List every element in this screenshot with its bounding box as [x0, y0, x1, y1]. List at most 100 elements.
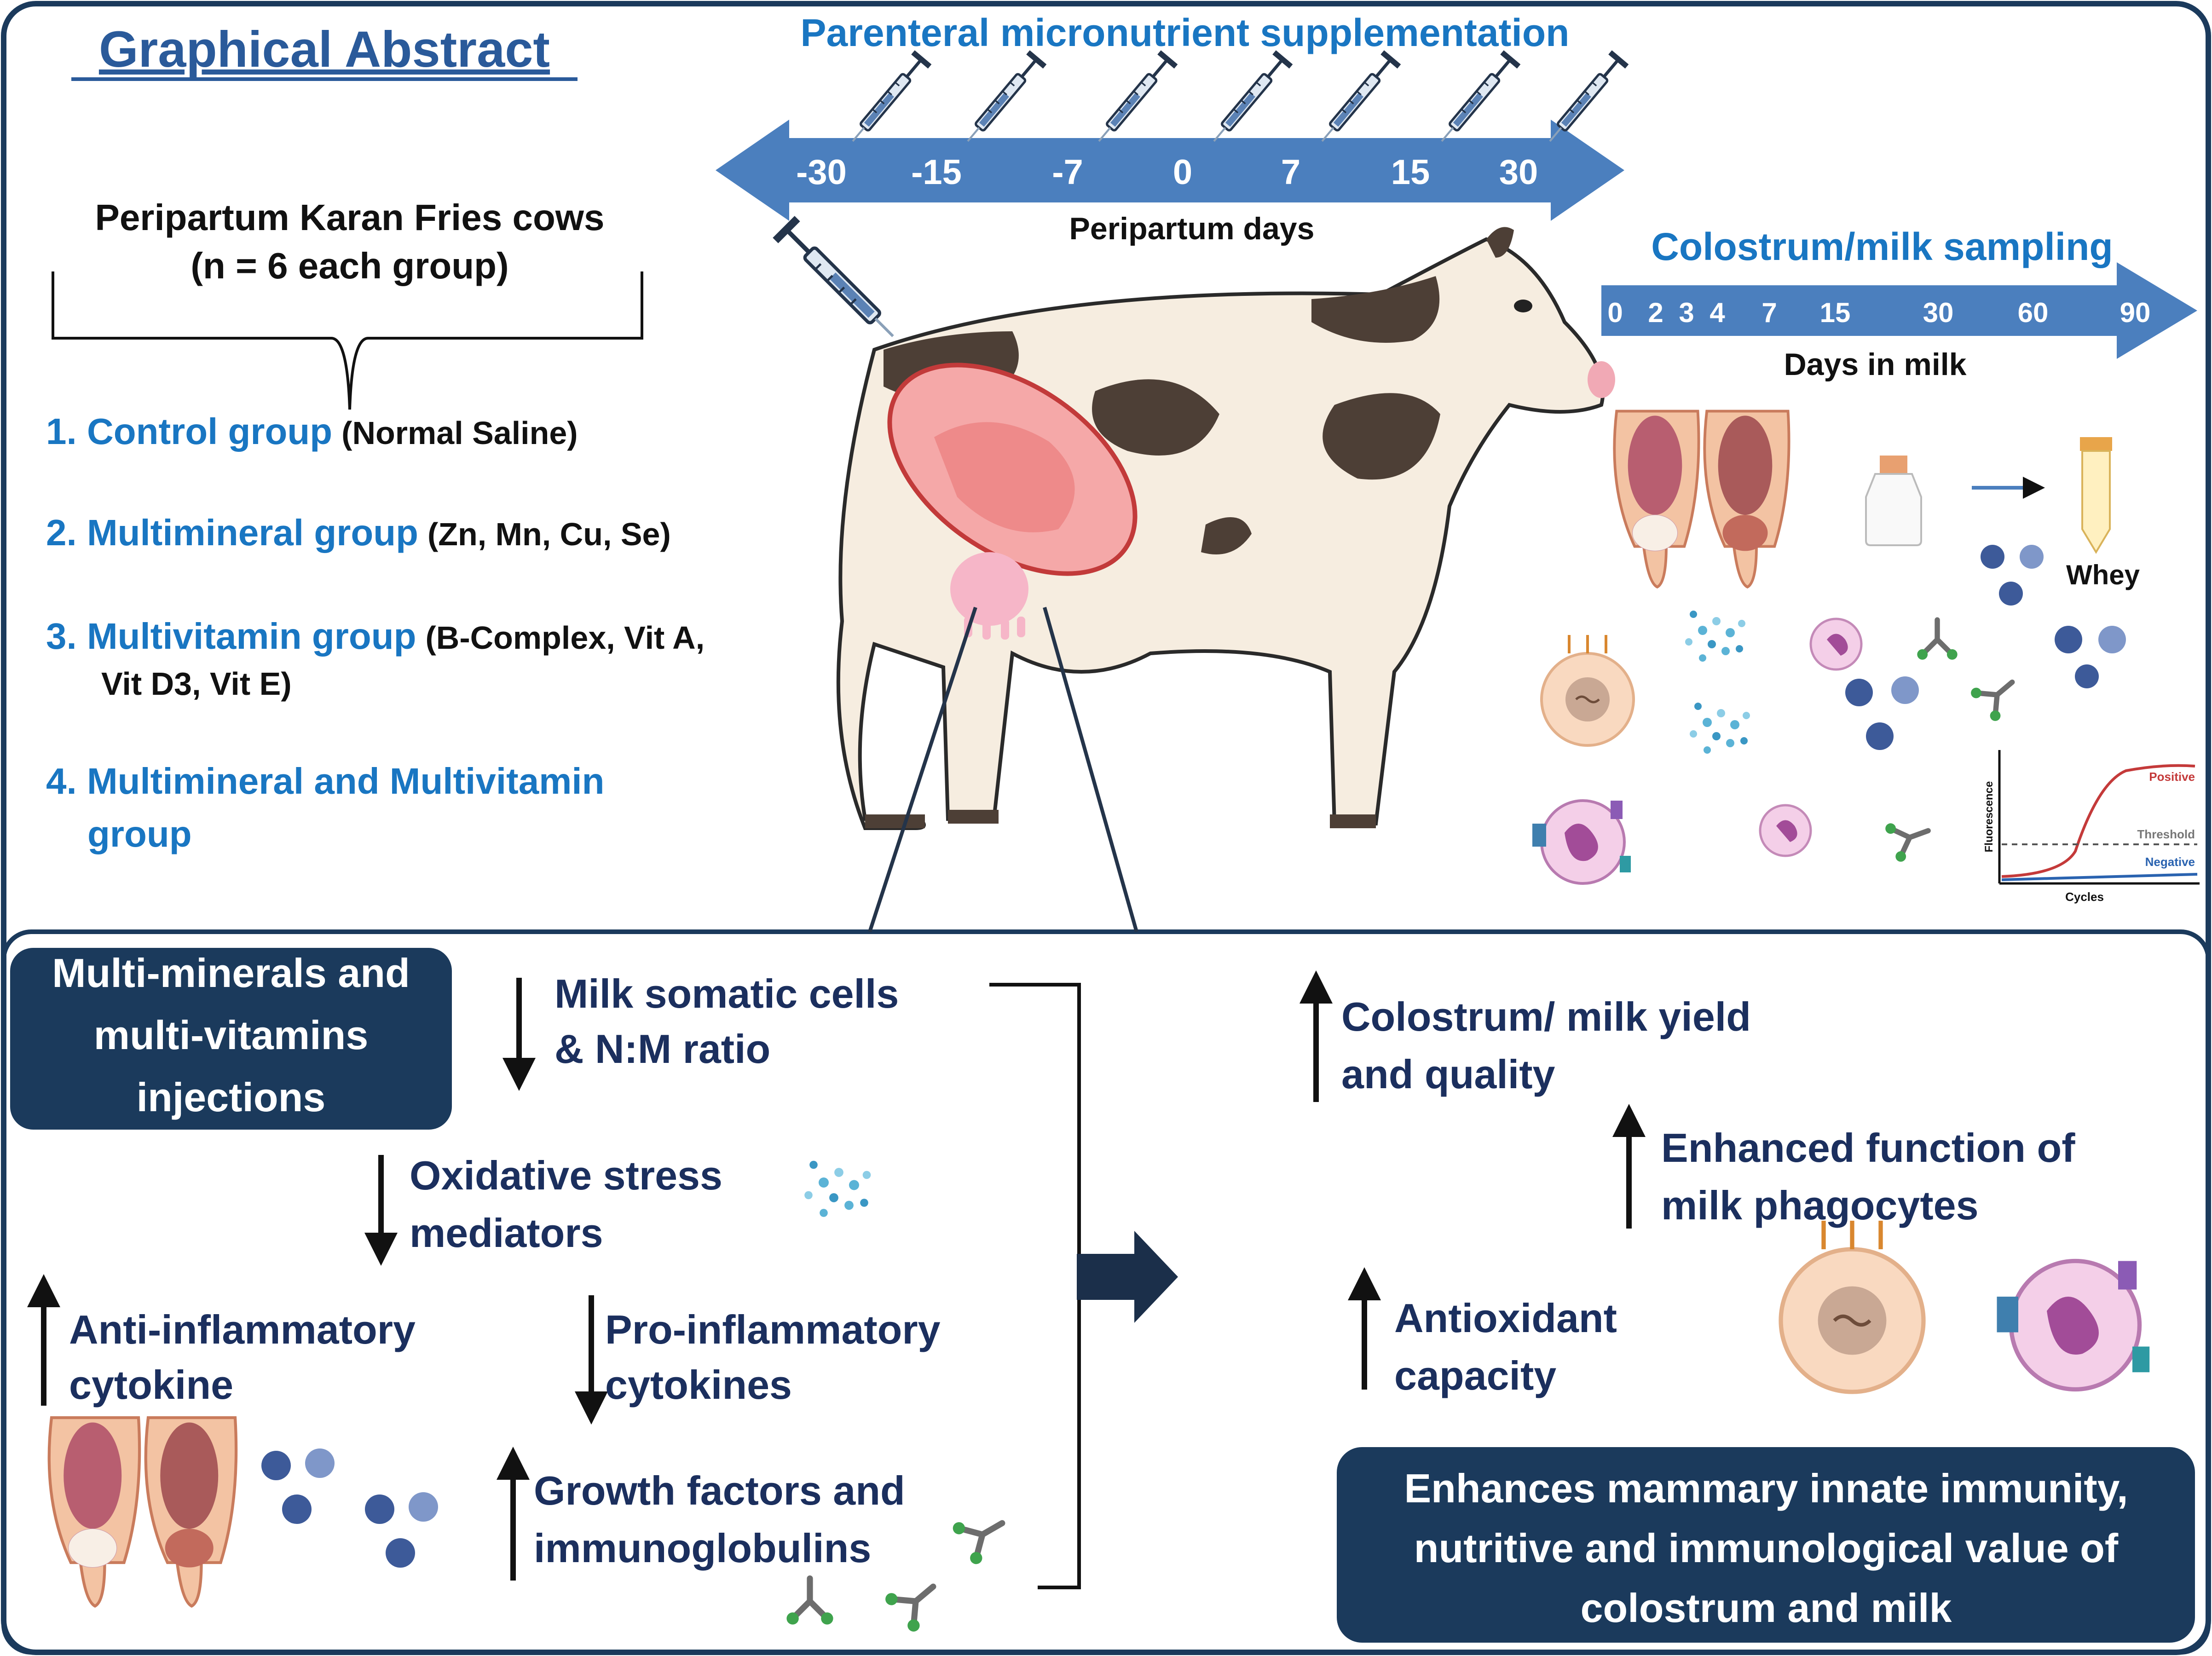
treatment-line1: Multi-minerals and — [52, 950, 410, 996]
antiox-line2: capacity — [1394, 1353, 1556, 1398]
immunoglobulin-molecules — [1845, 545, 2126, 750]
growth-line1: Growth factors and — [534, 1468, 905, 1513]
group-2: 2. Multimineral group(Zn, Mn, Cu, Se) — [46, 512, 671, 553]
treatment-box — [10, 948, 452, 1130]
injection-syringes — [844, 50, 1629, 148]
lower-mammary-gland-icon — [49, 1418, 236, 1606]
phagocyte-cell-icon-2 — [1997, 1261, 2150, 1390]
phago-line2: milk phagocytes — [1661, 1183, 1979, 1228]
injection-day-label: -30 — [796, 153, 847, 192]
syringe-icon — [844, 50, 931, 148]
milk-days-arrow — [1601, 262, 2197, 359]
treatment-line2: multi-vitamins — [94, 1012, 369, 1058]
cows-line2: (n = 6 each group) — [191, 245, 508, 286]
group-3: 3. Multivitamin group(B-Complex, Vit A, — [46, 616, 705, 657]
group-1-name: 1. Control group — [46, 411, 332, 452]
outcome-arrow — [1077, 1231, 1178, 1323]
yield-line2: and quality — [1341, 1051, 1555, 1097]
treatment-line3: injections — [137, 1074, 326, 1120]
cows-line1: Peripartum Karan Fries cows — [95, 197, 604, 238]
phago-line1: Enhanced function of — [1661, 1125, 2075, 1171]
milk-day-label: 90 — [2120, 297, 2151, 328]
group-3-detail: (B-Complex, Vit A, — [425, 620, 705, 656]
injection-day-label: 7 — [1281, 153, 1300, 192]
milk-day-label: 15 — [1820, 297, 1851, 328]
syringe-icon — [1091, 50, 1178, 148]
milk-day-label: 0 — [1607, 297, 1623, 328]
milk-day-label: 2 — [1648, 297, 1663, 328]
injection-day-label: 30 — [1499, 153, 1538, 192]
group-1: 1. Control group(Normal Saline) — [46, 411, 578, 452]
growth-line2: immunoglobulins — [534, 1525, 871, 1571]
milk-days-label: Days in milk — [1784, 347, 1967, 382]
milk-bottle-icon — [1865, 456, 1922, 546]
anti-line1: Anti-inflammatory — [69, 1307, 416, 1352]
milk-day-label: 4 — [1710, 297, 1725, 328]
group-3-detail2: Vit D3, Vit E) — [101, 666, 292, 702]
antiox-line1: Antioxidant — [1394, 1295, 1617, 1341]
growth-antibody-icon-2 — [786, 1579, 833, 1625]
injection-day-label: -7 — [1052, 153, 1083, 192]
growth-antibody-icon-1 — [951, 1503, 1014, 1566]
conclusion-line3: colostrum and milk — [1581, 1585, 1952, 1631]
milk-day-label: 30 — [1923, 297, 1954, 328]
zoom-line-left — [868, 606, 977, 933]
group-2-name: 2. Multimineral group — [46, 512, 418, 553]
mammary-gland-icon — [1614, 411, 1789, 587]
anti-line2: cytokine — [69, 1362, 233, 1408]
graphical-abstract-title: Graphical Abstract — [99, 21, 550, 78]
conclusion-line1: Enhances mammary innate immunity, — [1404, 1466, 2128, 1511]
qpcr-positive-label: Positive — [2149, 770, 2195, 784]
sampling-title: Colostrum/milk sampling — [1651, 225, 2113, 268]
qpcr-y-axis-label: Fluorescence — [1983, 781, 1995, 853]
cow-syringe-icon — [773, 216, 904, 347]
oxidative-dots-icon — [804, 1160, 871, 1217]
qpcr-plot: Positive Threshold Negative Fluorescence… — [1983, 750, 2200, 904]
conclusion-box — [1337, 1447, 2195, 1643]
oxidative-mediator-icon-1 — [1685, 611, 1745, 662]
injection-day-label: -15 — [911, 153, 962, 192]
oxidative-line1: Oxidative stress — [410, 1153, 722, 1198]
qpcr-negative-label: Negative — [2145, 855, 2195, 869]
injection-day-label: 15 — [1391, 153, 1430, 192]
pro-line1: Pro-inflammatory — [605, 1307, 941, 1352]
milk-day-label: 60 — [2018, 297, 2049, 328]
oxidative-line2: mediators — [410, 1210, 603, 1256]
supplementation-title: Parenteral micronutrient supplementation — [801, 11, 1570, 54]
syringe-icon — [1314, 50, 1401, 148]
oxidative-mediator-icon-2 — [1690, 703, 1750, 754]
injection-days: -30 -15 -7 0 7 15 30 — [796, 153, 1538, 192]
peripartum-days-arrow — [716, 120, 1624, 221]
neutrophil-cell-icon — [1532, 801, 1631, 883]
syringe-icon — [1433, 50, 1520, 148]
qpcr-x-axis-label: Cycles — [2065, 890, 2104, 904]
injection-day-label: 0 — [1173, 153, 1192, 192]
conclusion-line2: nutritive and immunological value of — [1414, 1525, 2119, 1571]
phagocyte-cell-icon-1 — [1781, 1221, 1923, 1392]
macrophage-cell-icon — [1542, 635, 1634, 745]
syringe-icon — [1206, 50, 1293, 148]
milk-day-label: 3 — [1679, 297, 1694, 328]
whey-label: Whey — [2066, 560, 2140, 590]
syringe-icon — [959, 50, 1046, 148]
effects-bracket — [989, 983, 1081, 1589]
antibody-icon-3 — [1884, 812, 1935, 863]
whey-tube-icon — [2080, 437, 2112, 554]
antibody-icon-1 — [1917, 620, 1957, 659]
pro-line2: cytokines — [605, 1362, 792, 1408]
group-2-detail: (Zn, Mn, Cu, Se) — [427, 516, 671, 552]
growth-antibody-icon-3 — [883, 1569, 948, 1634]
lower-immunoglobulins — [261, 1448, 438, 1568]
group-4-name: 4. Multimineral and Multivitamin — [46, 761, 604, 802]
somatic-line1: Milk somatic cells — [554, 971, 899, 1016]
antibody-icon-2 — [1969, 667, 2025, 723]
zoom-line-right — [1043, 606, 1138, 933]
group-3-name: 3. Multivitamin group — [46, 616, 416, 657]
peripartum-days-label: Peripartum days — [1069, 211, 1315, 246]
cow-illustration — [836, 227, 1615, 830]
yield-line1: Colostrum/ milk yield — [1341, 994, 1751, 1039]
qpcr-threshold-label: Threshold — [2137, 827, 2195, 841]
